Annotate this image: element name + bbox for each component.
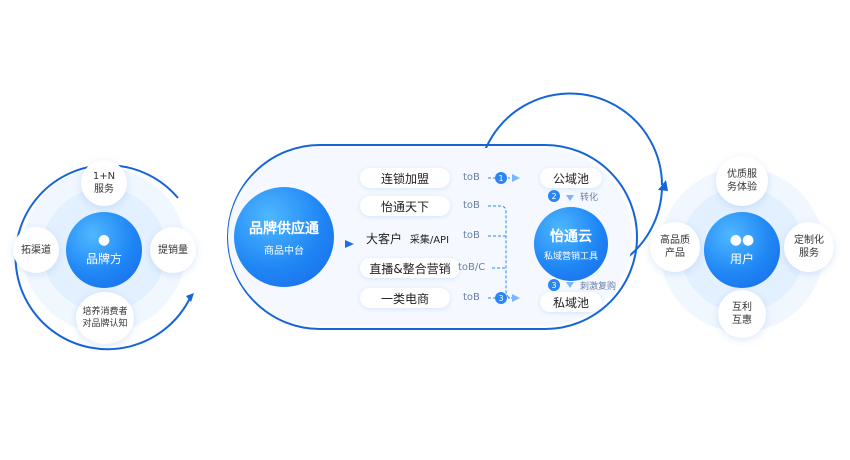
user-core-label: 用户 <box>729 252 754 266</box>
person-icon: ● <box>97 232 111 248</box>
step-badge-1: 1 <box>495 172 507 184</box>
middle-capsule-outline <box>320 144 638 330</box>
channel-live-marketing: 直播&整合营销 <box>360 258 460 278</box>
user-core: ●● 用户 <box>704 212 780 288</box>
user-node-experience: 优质服 务体验 <box>716 156 768 206</box>
private-pool: 私域池 <box>540 292 602 312</box>
user-node-quality: 高品质 产品 <box>650 222 700 272</box>
channel-label: 一类电商 <box>380 291 429 306</box>
channel-chain-franchise: 连锁加盟 <box>360 168 450 188</box>
supply-core-title: 品牌供应通 <box>249 220 319 237</box>
repurchase-label: 刺激复购 <box>580 282 617 292</box>
channel-extra: 采集/API <box>409 235 450 246</box>
brand-node-channels: 拓渠道 <box>13 227 59 273</box>
channel-label: 连锁加盟 <box>380 171 429 186</box>
brand-node-awareness: 培养消费者 对品牌认知 <box>76 292 134 344</box>
tag-tob: toB <box>463 200 480 211</box>
public-pool: 公域池 <box>540 168 602 188</box>
tag-tob: toB <box>463 292 480 303</box>
users-icon: ●● <box>729 232 755 248</box>
step-badge-3-left: 3 <box>495 292 507 304</box>
channel-ecommerce: 一类电商 <box>360 288 450 308</box>
channel-label: 大客户 <box>366 232 403 246</box>
tag-tob: toB <box>463 230 480 241</box>
tag-tobc: toB/C <box>458 262 486 273</box>
convert-label: 转化 <box>580 193 599 203</box>
brand-node-service: 1+N 服务 <box>81 160 127 206</box>
cloud-subtitle: 私域营销工具 <box>543 252 598 262</box>
supply-core: 品牌供应通 商品中台 <box>234 187 334 287</box>
user-node-custom: 定制化 服务 <box>784 222 834 272</box>
channel-big-client: 大客户 采集/API <box>366 230 449 247</box>
brand-core: ● 品牌方 <box>66 212 142 288</box>
user-node-mutual: 互利 互惠 <box>718 290 766 338</box>
channel-yitong: 怡通天下 <box>360 196 450 216</box>
channel-label: 直播&整合营销 <box>369 261 451 276</box>
cloud-title: 怡通云 <box>550 229 592 245</box>
step-badge-2: 2 <box>548 190 560 202</box>
tag-tob: toB <box>463 172 480 183</box>
supply-core-subtitle: 商品中台 <box>264 245 304 257</box>
step-badge-3: 3 <box>548 279 560 291</box>
yitong-cloud-core: 怡通云 私域营销工具 <box>534 207 608 281</box>
brand-core-label: 品牌方 <box>85 252 122 266</box>
brand-node-sales: 提销量 <box>150 227 196 273</box>
channel-label: 怡通天下 <box>380 199 429 214</box>
